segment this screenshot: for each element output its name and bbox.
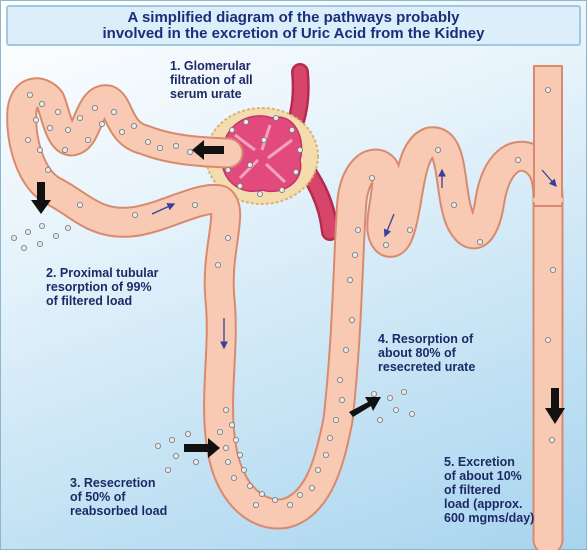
filtration-arrow <box>192 140 224 160</box>
label-step3: 3. Resecretion of 50% of reabsorbed load <box>70 476 167 518</box>
label-step5-line1: 5. Excretion <box>444 455 515 469</box>
label-step4-line2: about 80% of <box>378 346 456 360</box>
label-step5-line3: of filtered <box>444 483 501 497</box>
label-step1-line1: 1. Glomerular <box>170 59 251 73</box>
label-step5-line5: 600 mgms/day) <box>444 511 535 525</box>
label-step2-line1: 2. Proximal tubular <box>46 266 159 280</box>
process-arrows <box>31 140 565 458</box>
glomerulus <box>220 115 303 193</box>
title-line-2: involved in the excretion of Uric Acid f… <box>102 24 485 42</box>
title-line-1: A simplified diagram of the pathways pro… <box>127 8 460 26</box>
label-step1-line2: filtration of all <box>170 73 253 87</box>
label-step1-line3: serum urate <box>170 87 242 101</box>
resecretion-arrow <box>184 438 220 458</box>
reresorption-arrow <box>349 397 381 417</box>
urate-particles <box>24 87 557 508</box>
label-step2-line3: of filtered load <box>46 294 133 308</box>
capsule-particles <box>224 115 303 197</box>
resorption-arrow <box>31 182 51 214</box>
title-box: A simplified diagram of the pathways pro… <box>6 5 581 46</box>
excretion-arrow <box>545 388 565 424</box>
label-step4: 4. Resorption of about 80% of resecreted… <box>378 332 475 374</box>
label-step2: 2. Proximal tubular resorption of 99% of… <box>46 266 159 308</box>
label-step5: 5. Excretion of about 10% of filtered lo… <box>444 455 534 525</box>
label-step4-line1: 4. Resorption of <box>378 332 474 346</box>
glomerulus-capillaries <box>234 124 293 184</box>
interstitial-particles <box>10 222 415 473</box>
label-step3-line3: reabsorbed load <box>70 504 168 518</box>
label-step3-line1: 3. Resecretion <box>70 476 156 490</box>
label-step4-line3: resecreted urate <box>378 360 476 374</box>
label-step1: 1. Glomerular filtration of all serum ur… <box>170 59 253 101</box>
label-step2-line2: resorption of 99% <box>46 280 152 294</box>
label-step3-line2: of 50% of <box>70 490 126 504</box>
flow-arrows <box>151 168 557 350</box>
label-step5-line4: load (approx. <box>444 497 523 511</box>
label-step5-line2: of about 10% <box>444 469 522 483</box>
